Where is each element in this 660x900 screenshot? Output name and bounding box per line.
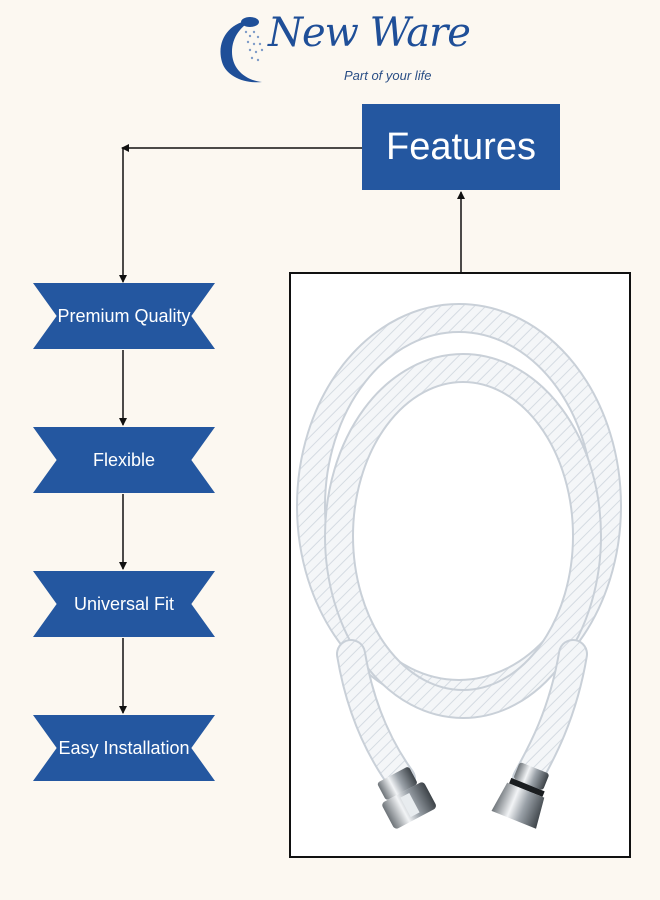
brand-name: New Ware [268, 10, 471, 56]
features-title: Features [386, 125, 536, 168]
feature-banner-flexible: Flexible [33, 427, 215, 493]
feature-label: Flexible [92, 449, 156, 470]
feature-banner-universal-fit: Universal Fit [33, 571, 215, 637]
brand-logo: New Ware Part of your life [210, 6, 471, 90]
features-title-box: Features [362, 104, 560, 190]
feature-label: Universal Fit [73, 593, 175, 614]
product-image-frame [289, 272, 631, 858]
feature-label: Premium Quality [57, 305, 191, 326]
shower-head-icon [220, 17, 264, 83]
feature-banner-easy-installation: Easy Installation [33, 715, 215, 781]
feature-label: Easy Installation [58, 737, 190, 758]
brand-tagline: Part of your life [344, 68, 432, 83]
feature-banner-premium-quality: Premium Quality [33, 283, 215, 349]
shower-hose-image [296, 303, 622, 829]
